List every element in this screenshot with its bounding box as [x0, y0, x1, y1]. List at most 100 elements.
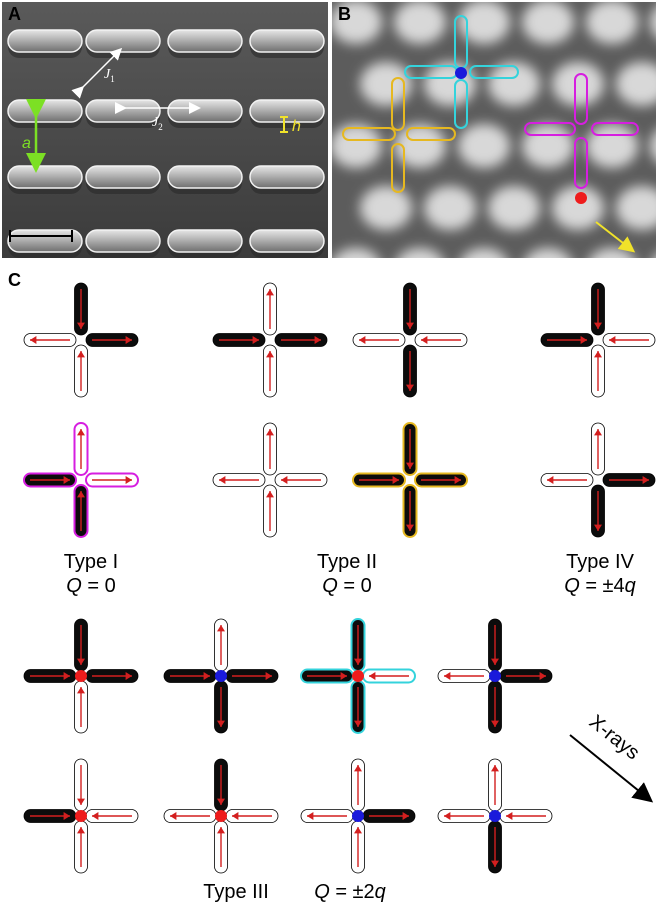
- type2-caption: Type II Q = 0: [292, 550, 402, 598]
- vertex-t3g: [300, 758, 416, 874]
- contrast-blob: [334, 248, 378, 258]
- contrast-blob: [522, 2, 574, 44]
- vertex-t4a: [540, 282, 656, 398]
- nanomagnet-pad: [167, 29, 243, 58]
- b-yellow-bar: [406, 127, 456, 141]
- nanomagnet-pad: [249, 229, 325, 258]
- a-label: a: [22, 135, 31, 152]
- vertex-t4b: [540, 422, 656, 538]
- nanomagnet-pad: [249, 99, 325, 128]
- panel-b-letter: B: [338, 4, 351, 24]
- vertex-t1a: [23, 282, 139, 398]
- b-negative-charge: [455, 67, 467, 79]
- negative-charge-dot: [352, 810, 364, 822]
- type1-name: Type I: [63, 551, 119, 573]
- nanomagnet-pad: [167, 229, 243, 258]
- negative-charge-dot: [489, 810, 501, 822]
- nanomagnet-pad: [85, 99, 161, 128]
- nanomagnet-pad: [85, 29, 161, 58]
- contrast-blob: [616, 186, 656, 230]
- j1-label: J1: [104, 67, 115, 84]
- vertex-t3h: [437, 758, 553, 874]
- b-xray-arrow: [595, 221, 636, 253]
- b-yellow-bar: [391, 143, 405, 193]
- negative-charge-dot: [215, 670, 227, 682]
- xray-direction-arrow: [569, 734, 654, 803]
- vertex-t2c: [352, 282, 468, 398]
- nanomagnet-pad: [85, 229, 161, 258]
- nanomagnet-pad: [249, 29, 325, 58]
- contrast-blob: [360, 186, 412, 230]
- vertex-t3f: [163, 758, 279, 874]
- vertex-t2d: [352, 422, 468, 538]
- type4-caption: Type IV Q = ±4q: [540, 550, 660, 598]
- nanomagnet-pad: [167, 99, 243, 128]
- type4-charge: Q = ±4q: [564, 575, 636, 597]
- j1-arrow: [71, 47, 123, 99]
- type3-name: Type III: [203, 881, 269, 903]
- contrast-blob: [488, 186, 540, 230]
- nanomagnet-pad: [7, 165, 83, 194]
- panel-a-sem-image: J1 J2 a h: [2, 2, 328, 258]
- b-yellow-bar: [342, 127, 396, 141]
- positive-charge-dot: [75, 810, 87, 822]
- positive-charge-dot: [75, 670, 87, 682]
- b-magenta-bar: [524, 122, 576, 136]
- positive-charge-dot: [352, 670, 364, 682]
- nanomagnet-pad: [7, 29, 83, 58]
- contrast-blob: [332, 2, 382, 44]
- type1-caption: Type I Q = 0: [36, 550, 146, 598]
- positive-charge-dot: [215, 810, 227, 822]
- contrast-blob: [462, 248, 506, 258]
- negative-charge-dot: [489, 670, 501, 682]
- contrast-blob: [522, 124, 574, 168]
- h-label: h: [292, 118, 301, 135]
- b-magenta-bar: [574, 73, 588, 125]
- contrast-blob: [650, 131, 656, 161]
- nanomagnet-pad: [85, 165, 161, 194]
- contrast-blob: [526, 248, 570, 258]
- panel-b-xmcd-image: [332, 2, 656, 258]
- vertex-t3e: [23, 758, 139, 874]
- nanomagnet-pad: [167, 165, 243, 194]
- vertex-t3a: [23, 618, 139, 734]
- b-positive-charge: [575, 192, 587, 204]
- type3-charge: Q = ±2q: [314, 881, 386, 903]
- contrast-blob: [552, 62, 604, 106]
- j2-label: J2: [152, 115, 163, 132]
- panel-c-vertex-configurations: [23, 282, 656, 874]
- contrast-blob: [458, 2, 510, 44]
- vertex-t3d: [437, 618, 553, 734]
- contrast-blob: [552, 186, 604, 230]
- b-cyan-bar: [469, 65, 519, 79]
- contrast-blob: [360, 62, 412, 106]
- b-magenta-bar: [591, 122, 639, 136]
- vertex-t3b: [163, 618, 279, 734]
- contrast-blob: [654, 255, 656, 258]
- contrast-blob: [586, 2, 638, 44]
- contrast-blob: [458, 124, 510, 168]
- contrast-blob: [616, 62, 656, 106]
- xray-label: X-rays: [585, 711, 644, 764]
- contrast-blob: [424, 186, 476, 230]
- contrast-blob: [488, 62, 540, 106]
- contrast-blob: [398, 248, 442, 258]
- contrast-blob: [586, 124, 638, 168]
- b-magenta-bar: [574, 137, 588, 189]
- nanomagnet-pad: [7, 99, 83, 128]
- b-cyan-bar: [454, 79, 468, 129]
- contrast-blob: [394, 2, 446, 44]
- vertex-t1b: [23, 422, 139, 538]
- nanomagnet-pad: [7, 229, 83, 258]
- vertex-t2b: [212, 422, 328, 538]
- vertex-t3c: [300, 618, 416, 734]
- contrast-blob: [424, 62, 476, 106]
- type2-charge: Q = 0: [322, 575, 372, 597]
- vertex-t2a: [212, 282, 328, 398]
- panel-c-letter: C: [8, 270, 21, 290]
- contrast-blob: [650, 7, 656, 37]
- type2-name: Type II: [316, 551, 378, 573]
- b-yellow-bar: [391, 77, 405, 131]
- type1-charge: Q = 0: [66, 575, 116, 597]
